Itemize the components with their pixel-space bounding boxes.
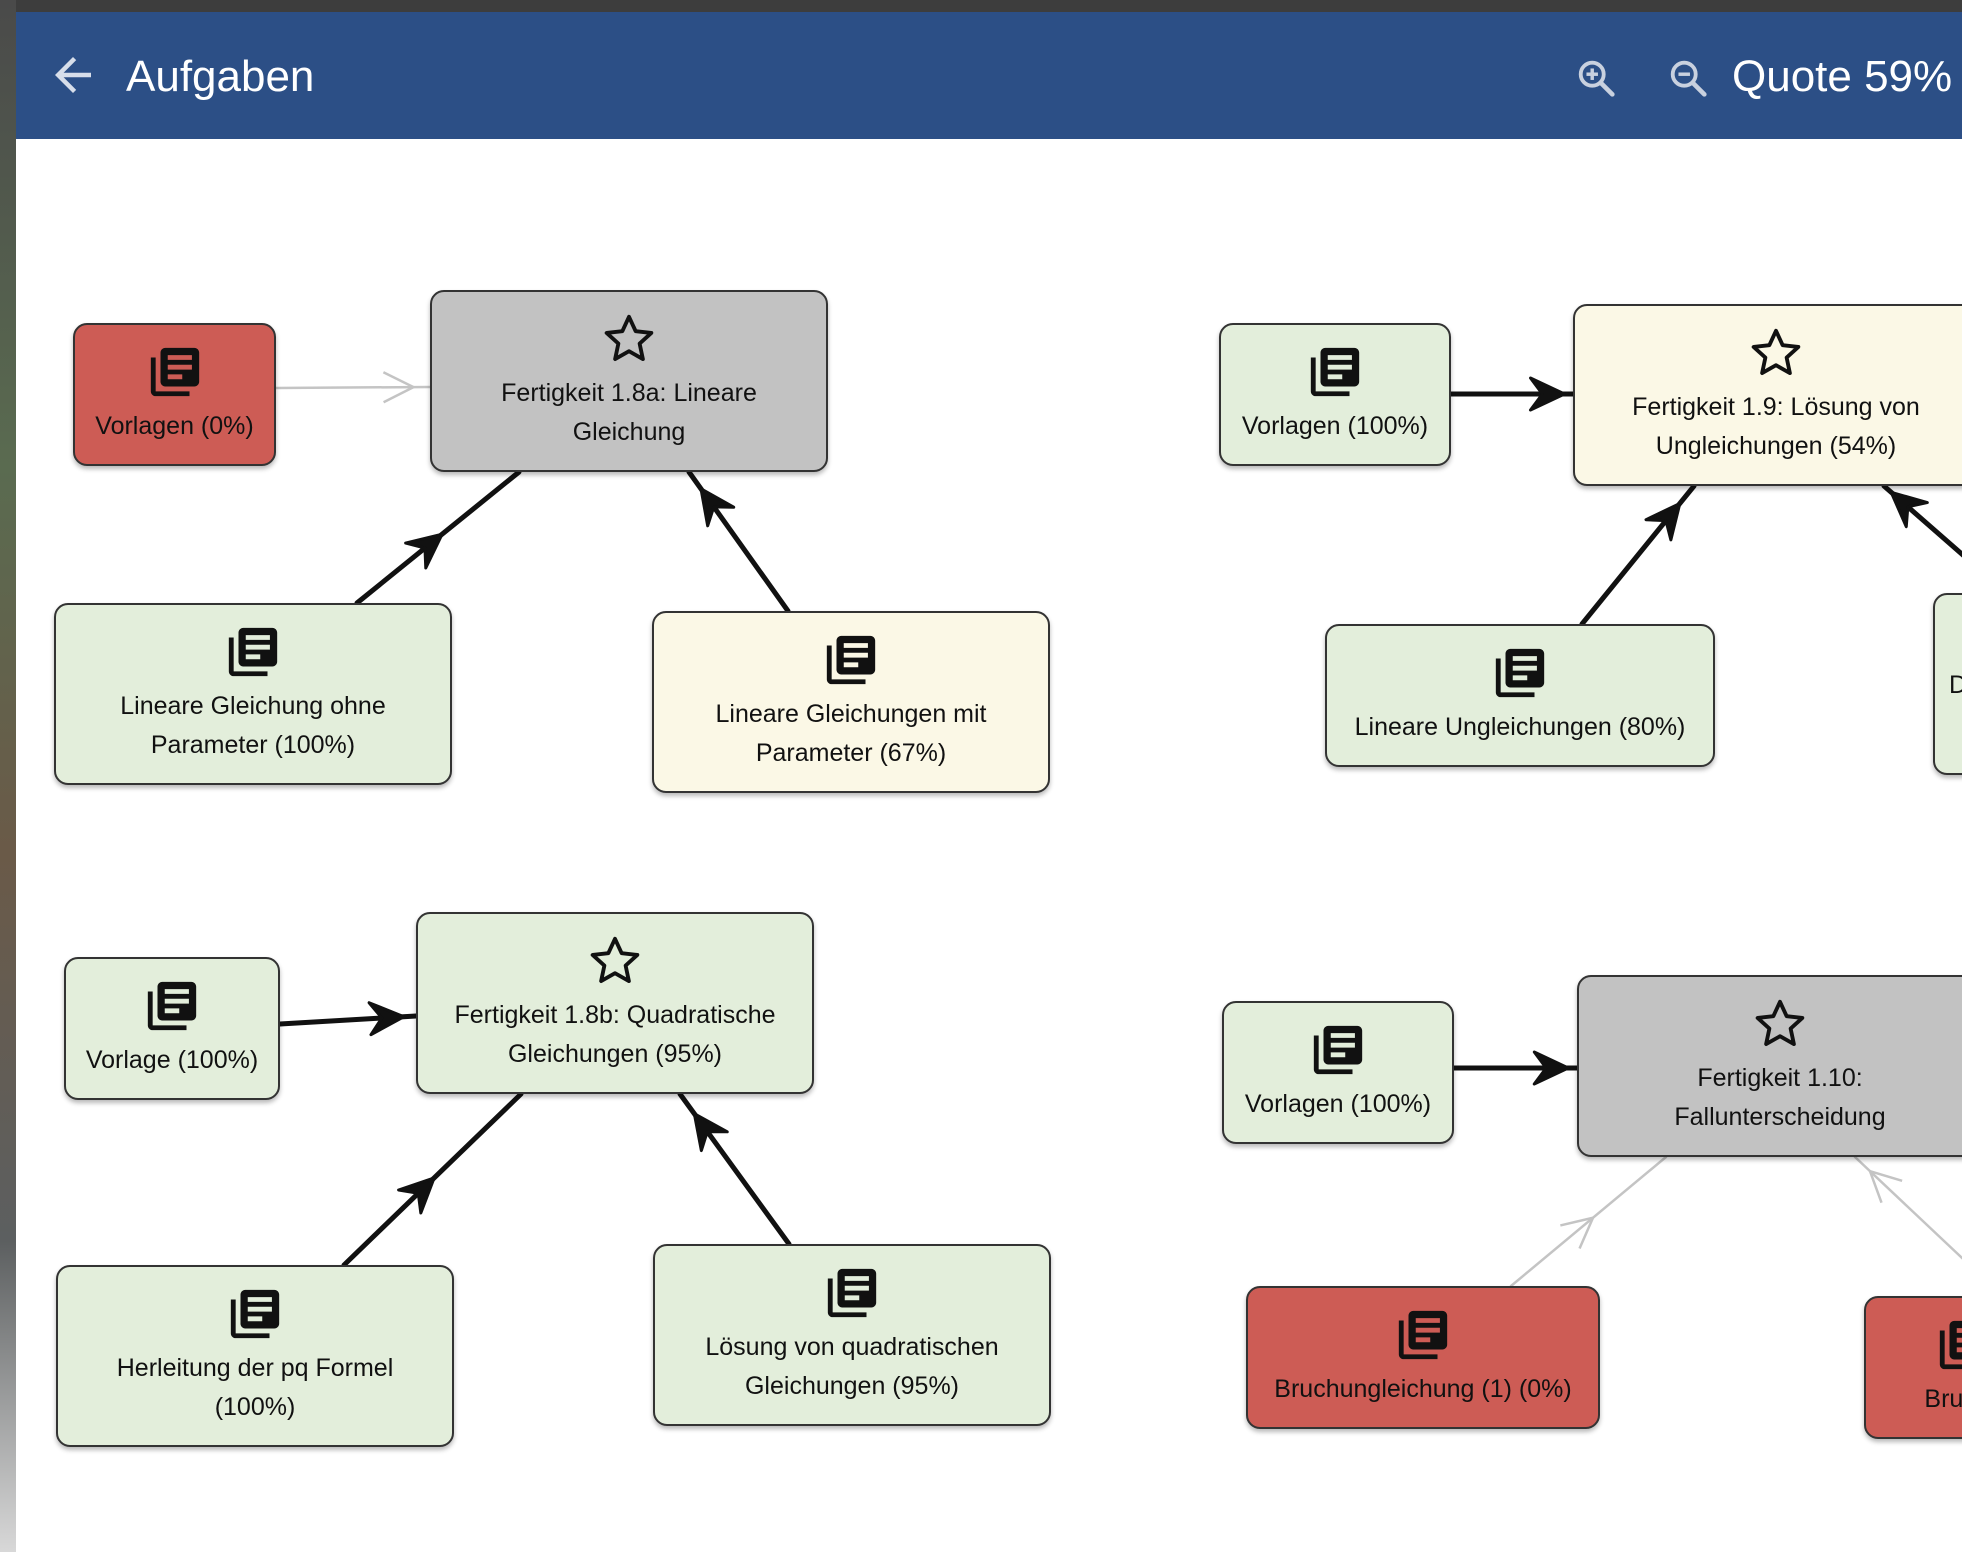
edge-arrowhead-n4-n2 — [699, 487, 736, 528]
node-label: Herleitung der pq Formel (100%) — [116, 1354, 394, 1421]
edge-arrowhead-n5-n6 — [1529, 376, 1566, 412]
arrow-left-icon — [55, 57, 91, 93]
book-stack-icon — [822, 631, 880, 689]
book-stack-icon — [143, 977, 201, 1035]
edge-arrowhead-n7-n6 — [1644, 501, 1682, 542]
book-stack-icon — [1309, 1021, 1367, 1079]
zoom-out-button[interactable] — [1666, 56, 1712, 102]
back-button[interactable] — [46, 48, 100, 102]
node-label: Fertigkeit 1.10: Fallunterscheidung — [1674, 1064, 1886, 1131]
book-stack-icon — [1306, 343, 1364, 401]
graph-node-n10[interactable]: Fertigkeit 1.8b: Quadratische Gleichunge… — [416, 912, 814, 1094]
node-label: Bruchungleichung (1) (0%) — [1274, 1375, 1572, 1403]
graph-node-n6[interactable]: Fertigkeit 1.9: Lösung von Ungleichungen… — [1573, 304, 1962, 486]
node-label: Vorlage (100%) — [85, 1046, 259, 1074]
book-stack-icon — [224, 623, 282, 681]
edge-arrowhead-n8-n6 — [1889, 490, 1929, 529]
node-label: Lösung von quadratischen Gleichungen (95… — [705, 1333, 999, 1400]
graph-node-n8[interactable]: D — [1933, 593, 1962, 775]
app-bar: Aufgaben Quote 59% — [16, 12, 1962, 139]
edge-n16-n14 — [1853, 1155, 1962, 1260]
zoom-in-icon — [1578, 60, 1615, 97]
book-stack-icon — [146, 343, 204, 401]
node-label: Vorlagen (100%) — [1241, 412, 1429, 440]
zoom-out-icon — [1670, 60, 1707, 97]
graph-node-n16[interactable]: Bruchu — [1864, 1296, 1962, 1439]
edge-arrowhead-n3-n2 — [404, 532, 444, 570]
node-label: Vorlagen (100%) — [1244, 1090, 1432, 1118]
node-label: Fertigkeit 1.8b: Quadratische Gleichunge… — [454, 1001, 776, 1068]
graph-node-n14[interactable]: Fertigkeit 1.10: Fallunterscheidung — [1577, 975, 1962, 1157]
graph-node-n2[interactable]: Fertigkeit 1.8a: Lineare Gleichung — [430, 290, 828, 472]
edge-layer — [274, 371, 1962, 1288]
book-stack-icon — [823, 1264, 881, 1322]
book-stack-icon — [1935, 1316, 1962, 1374]
edge-arrowhead-n16-n14 — [1868, 1169, 1903, 1204]
edge-arrowhead-n12-n10 — [692, 1112, 729, 1153]
node-label: Lineare Ungleichungen (80%) — [1354, 713, 1686, 741]
graph-node-n13[interactable]: Vorlagen (100%) — [1222, 1001, 1454, 1144]
node-label: D — [1949, 666, 1962, 705]
zoom-in-button[interactable] — [1574, 56, 1620, 102]
book-stack-icon — [1394, 1306, 1452, 1364]
graph-node-n1[interactable]: Vorlagen (0%) — [73, 323, 276, 466]
node-label: Fertigkeit 1.8a: Lineare Gleichung — [501, 379, 757, 446]
page-title: Aufgaben — [126, 52, 315, 101]
graph-node-n12[interactable]: Lösung von quadratischen Gleichungen (95… — [653, 1244, 1051, 1426]
node-label: Lineare Gleichungen mit Parameter (67%) — [715, 700, 987, 767]
graph-node-n5[interactable]: Vorlagen (100%) — [1219, 323, 1451, 466]
book-stack-icon — [226, 1285, 284, 1343]
book-stack-icon — [1491, 644, 1549, 702]
edge-n1-n2 — [274, 385, 432, 390]
quota-label: Quote 59% — [1732, 52, 1953, 101]
edge-arrowhead-n11-n10 — [397, 1176, 436, 1215]
node-label: Lineare Gleichung ohne Parameter (100%) — [120, 692, 386, 759]
graph-node-n11[interactable]: Herleitung der pq Formel (100%) — [56, 1265, 454, 1447]
star-outline-icon — [1747, 324, 1805, 382]
graph-node-n3[interactable]: Lineare Gleichung ohne Parameter (100%) — [54, 603, 452, 785]
star-outline-icon — [586, 932, 644, 990]
edge-arrowhead-n9-n10 — [367, 1001, 406, 1037]
star-outline-icon — [600, 310, 658, 368]
node-label: Bruchu — [1924, 1385, 1962, 1413]
node-label: Fertigkeit 1.9: Lösung von Ungleichungen… — [1632, 393, 1920, 460]
graph-node-n9[interactable]: Vorlage (100%) — [64, 957, 280, 1100]
edge-n15-n14 — [1509, 1155, 1668, 1288]
edge-arrowhead-n15-n14 — [1560, 1216, 1595, 1249]
node-label: Vorlagen (0%) — [95, 412, 254, 440]
graph-node-n15[interactable]: Bruchungleichung (1) (0%) — [1246, 1286, 1600, 1429]
window-top-strip — [0, 0, 1962, 12]
edge-arrowhead-n1-n2 — [382, 371, 415, 404]
skill-graph-canvas[interactable]: Vorlagen (0%) Fertigkeit 1.8a: Lineare Gl… — [16, 139, 1962, 1552]
star-outline-icon — [1751, 995, 1809, 1053]
window-left-edge — [0, 0, 16, 1552]
graph-node-n4[interactable]: Lineare Gleichungen mit Parameter (67%) — [652, 611, 1050, 793]
edge-arrowhead-n13-n14 — [1532, 1050, 1570, 1086]
graph-node-n7[interactable]: Lineare Ungleichungen (80%) — [1325, 624, 1715, 767]
